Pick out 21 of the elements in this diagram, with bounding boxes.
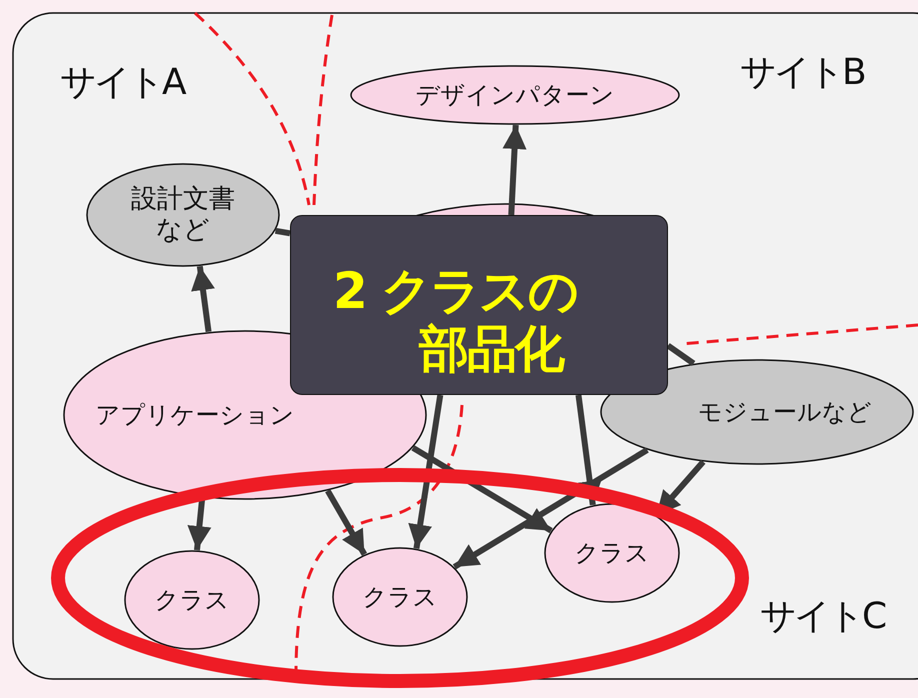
title-box (290, 215, 668, 395)
arrow (452, 447, 649, 570)
node-label: デザインパターン (416, 80, 614, 110)
node-label: クラス (362, 582, 438, 612)
arrow (325, 489, 368, 556)
connector-line (274, 228, 290, 236)
site-label: サイトA (60, 61, 184, 105)
arrow (191, 266, 215, 332)
site-label: サイトC (760, 595, 884, 639)
node-label: クラス (154, 586, 230, 614)
node-label: アプリケーション (96, 400, 294, 430)
title-text: 2 クラスの (333, 261, 578, 322)
arrow (411, 445, 553, 534)
arrow (502, 124, 527, 216)
site-label: サイトB (740, 51, 864, 95)
arrow (576, 394, 602, 506)
node-label: 設計文書など (130, 184, 236, 246)
title-text: 部品化 (419, 319, 563, 380)
node-label: モジュールなど (698, 398, 872, 426)
connector-line (666, 343, 696, 366)
node-label: クラス (574, 538, 650, 568)
